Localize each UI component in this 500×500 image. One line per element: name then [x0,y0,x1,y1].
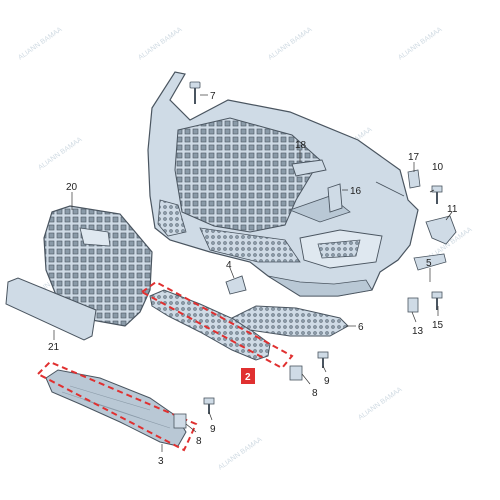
callout-5: 5 [426,258,432,269]
callout-16: 16 [350,186,362,197]
callout-9-upper: 9 [324,376,330,387]
screw-part-7 [189,81,201,104]
callouts: 7 18 16 17 10 11 20 4 5 13 15 6 21 9 8 9… [48,91,458,467]
callout-10: 10 [432,162,444,173]
callout-6: 6 [358,322,364,333]
cover-part-18 [291,159,327,177]
callout-8-upper: 8 [312,388,318,399]
callout-18: 18 [295,140,307,151]
highlight-box-part-3 [36,360,198,452]
watermark: ALIANN BAMAA [17,26,64,62]
small-parts [173,81,457,429]
screw-part-9-upper [317,351,329,368]
callout-8-lower: 8 [196,436,202,447]
skid-plate-part-3 [36,360,198,452]
license-plate-bracket [5,277,97,341]
callout-7: 7 [210,91,216,102]
watermark: ALIANN BAMAA [397,26,444,62]
clip-part-17 [407,169,421,189]
leader-lines [53,94,453,452]
watermark: ALIANN BAMAA [217,436,264,472]
screw-part-9-lower [203,397,215,414]
flap-part-4 [225,275,247,295]
bracket-part-16 [327,183,343,213]
lower-spoiler-part-2 [140,280,294,370]
nut-part-13 [407,297,419,313]
callout-15: 15 [432,320,444,331]
watermark: ALIANN BAMAA [357,386,404,422]
radiator-grille [43,205,153,327]
clip-part-8-upper [289,365,303,381]
watermark: ALIANN BAMAA [37,136,84,172]
callout-20: 20 [66,182,78,193]
callout-4: 4 [226,260,232,271]
watermark: ALIANN BAMAA [137,26,184,62]
bracket-part-11 [425,215,457,245]
callout-11: 11 [447,204,458,215]
screw-part-10 [431,185,443,204]
badge-part-2: 2 [241,368,255,384]
callout-17: 17 [408,152,420,163]
bumper-cover [147,71,419,297]
trim-part-5 [413,253,447,271]
callout-13: 13 [412,326,424,337]
badge-part-2-label: 2 [245,372,251,383]
callout-21: 21 [48,342,60,353]
clip-part-8-lower [173,413,187,429]
callout-3: 3 [158,456,164,467]
screw-part-15 [431,291,443,310]
highlight-box-part-2 [140,280,294,370]
watermark: ALIANN BAMAA [267,26,314,62]
callout-9-lower: 9 [210,424,216,435]
